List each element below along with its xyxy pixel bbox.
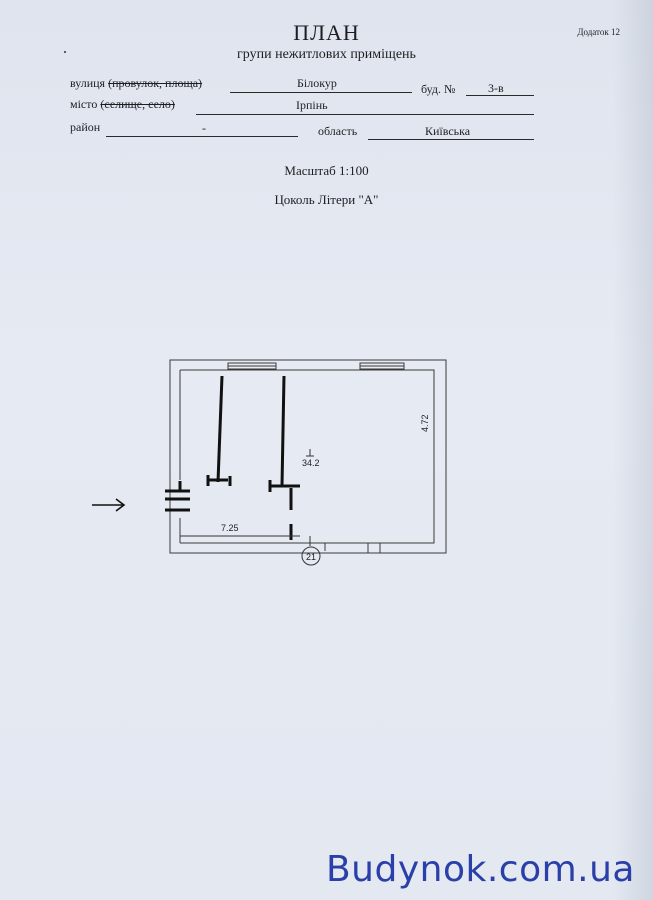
partition-lines bbox=[206, 375, 300, 540]
city-value: Ірпінь bbox=[296, 98, 328, 112]
street-label: вулиця (провулок, площа) bbox=[70, 76, 202, 91]
page-shadow bbox=[613, 0, 653, 900]
city-label-struck: (селище, село) bbox=[100, 97, 175, 111]
city-label: місто (селище, село) bbox=[70, 97, 175, 112]
bottom-notches bbox=[324, 543, 381, 553]
windows bbox=[227, 362, 405, 370]
annex-label: Додаток 12 bbox=[577, 27, 620, 37]
district-underline bbox=[106, 136, 298, 137]
city-label-plain: місто bbox=[70, 97, 98, 111]
entrance-arrow-icon bbox=[92, 498, 126, 512]
room-number-circle bbox=[301, 546, 321, 566]
region-value: Київська bbox=[425, 124, 471, 138]
street-label-plain: вулиця bbox=[70, 76, 106, 90]
region-underline bbox=[368, 139, 534, 140]
outer-walls bbox=[169, 359, 447, 554]
width-dimension: 7.25 bbox=[221, 523, 239, 533]
area-label: 34.2 bbox=[302, 458, 320, 468]
scale-label: Масштаб 1:100 bbox=[284, 163, 369, 178]
street-underline bbox=[230, 92, 412, 93]
area-marker bbox=[306, 449, 314, 457]
building-value: 3-в bbox=[488, 81, 504, 95]
entrance-door-mark bbox=[165, 481, 190, 512]
building-label: буд. № bbox=[421, 82, 456, 96]
document-title: ПЛАН bbox=[293, 20, 360, 45]
street-value: Білокур bbox=[297, 76, 337, 90]
document-subtitle: групи нежитлових приміщень bbox=[237, 47, 416, 62]
watermark-logo: Budynok.com.ua bbox=[325, 849, 635, 890]
region-label: область bbox=[318, 124, 358, 138]
height-dimension: 4.72 bbox=[420, 414, 430, 432]
level-label: Цоколь Літери "А" bbox=[274, 192, 379, 207]
district-value: - bbox=[202, 121, 206, 135]
building-underline bbox=[466, 95, 534, 96]
room-number: 21 bbox=[306, 552, 316, 562]
dimension-line bbox=[180, 535, 311, 546]
district-label: район bbox=[70, 120, 101, 134]
street-label-struck: (провулок, площа) bbox=[108, 76, 203, 90]
ink-dot bbox=[64, 51, 66, 53]
city-underline bbox=[196, 114, 534, 115]
